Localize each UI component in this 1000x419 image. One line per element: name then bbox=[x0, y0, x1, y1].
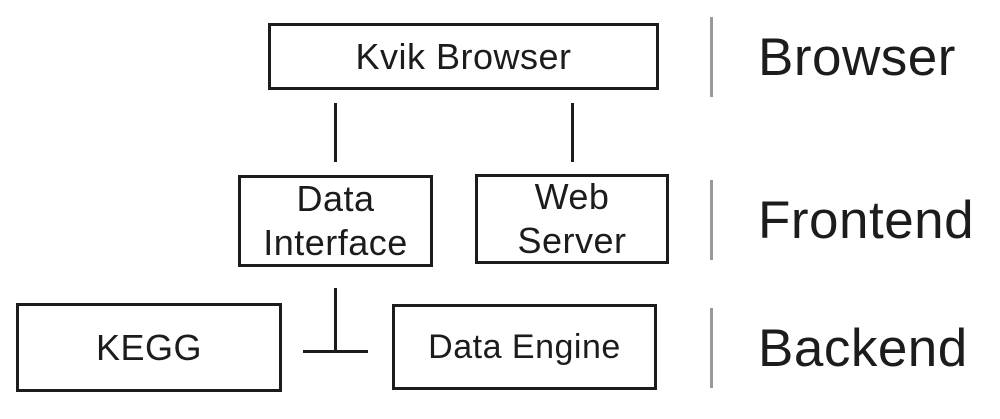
connector-browser-to-web-server bbox=[571, 103, 574, 162]
connector-data-interface-to-backend-vertical bbox=[334, 288, 337, 353]
box-data-interface-label-line1: Data bbox=[296, 178, 375, 219]
layer-divider-backend bbox=[710, 308, 713, 388]
connector-data-interface-to-backend-crossbar bbox=[303, 350, 368, 353]
layer-label-frontend: Frontend bbox=[758, 190, 975, 250]
connector-browser-to-data-interface bbox=[334, 103, 337, 162]
box-kegg-label: KEGG bbox=[95, 326, 203, 368]
box-data-interface: Data Interface bbox=[238, 175, 433, 267]
layer-divider-frontend bbox=[710, 180, 713, 260]
box-web-server-label-line1: Web bbox=[534, 176, 610, 217]
box-web-server-label-line2: Server bbox=[517, 220, 627, 261]
layer-label-browser: Browser bbox=[758, 27, 956, 87]
box-data-engine-label: Data Engine bbox=[428, 328, 621, 366]
box-data-interface-label-line2: Interface bbox=[263, 222, 408, 263]
box-kvik-browser-label: Kvik Browser bbox=[355, 35, 572, 77]
box-kegg: KEGG bbox=[16, 303, 282, 392]
layer-label-backend: Backend bbox=[758, 318, 968, 378]
box-data-engine: Data Engine bbox=[392, 304, 657, 390]
layer-divider-browser bbox=[710, 17, 713, 97]
box-web-server: Web Server bbox=[475, 174, 669, 264]
box-kvik-browser: Kvik Browser bbox=[268, 23, 659, 90]
